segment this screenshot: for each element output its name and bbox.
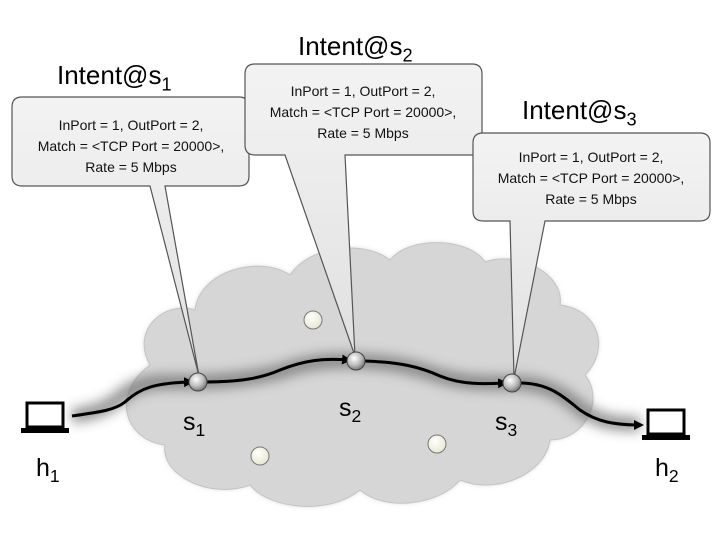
flow-path xyxy=(71,377,194,418)
laptop-icon xyxy=(21,401,69,433)
intent-1-line: Rate = 5 Mbps xyxy=(85,159,176,175)
intent-2-line: Rate = 5 Mbps xyxy=(317,125,408,141)
intent-2-line: Match = <TCP Port = 20000>, xyxy=(270,104,457,120)
flow-path xyxy=(363,359,508,389)
intent-title-2: Intent@s2 xyxy=(298,31,413,66)
switch-label-s2: s2 xyxy=(339,394,362,427)
switch-node-s1 xyxy=(188,372,208,392)
switch-node-s3 xyxy=(502,373,522,393)
host-label-h1: h1 xyxy=(36,454,60,487)
idle-switch-node xyxy=(427,434,447,454)
host-label-h2: h2 xyxy=(655,454,679,487)
intent-2-line: InPort = 1, OutPort = 2, xyxy=(291,83,436,99)
switch-label-s1: s1 xyxy=(183,408,206,441)
idle-switch-node xyxy=(250,446,270,466)
intent-1-line: Match = <TCP Port = 20000>, xyxy=(38,138,225,154)
network-cloud xyxy=(125,242,600,507)
intent-3-line: Match = <TCP Port = 20000>, xyxy=(498,170,685,186)
intent-3-line: Rate = 5 Mbps xyxy=(545,191,636,207)
flow-path xyxy=(519,381,644,430)
idle-switch-node xyxy=(303,310,323,330)
switch-label-s3: s3 xyxy=(495,408,518,441)
switch-node-s2 xyxy=(346,351,366,371)
intent-title-1: Intent@s1 xyxy=(57,60,172,95)
laptop-icon xyxy=(642,408,690,440)
intent-title-3: Intent@s3 xyxy=(522,95,637,130)
intent-3-line: InPort = 1, OutPort = 2, xyxy=(519,149,664,165)
intent-callout-3: InPort = 1, OutPort = 2, Match = <TCP Po… xyxy=(472,132,711,379)
intent-callout-1: InPort = 1, OutPort = 2, Match = <TCP Po… xyxy=(11,96,250,377)
intent-1-line: InPort = 1, OutPort = 2, xyxy=(59,117,204,133)
flow-path xyxy=(203,354,352,384)
